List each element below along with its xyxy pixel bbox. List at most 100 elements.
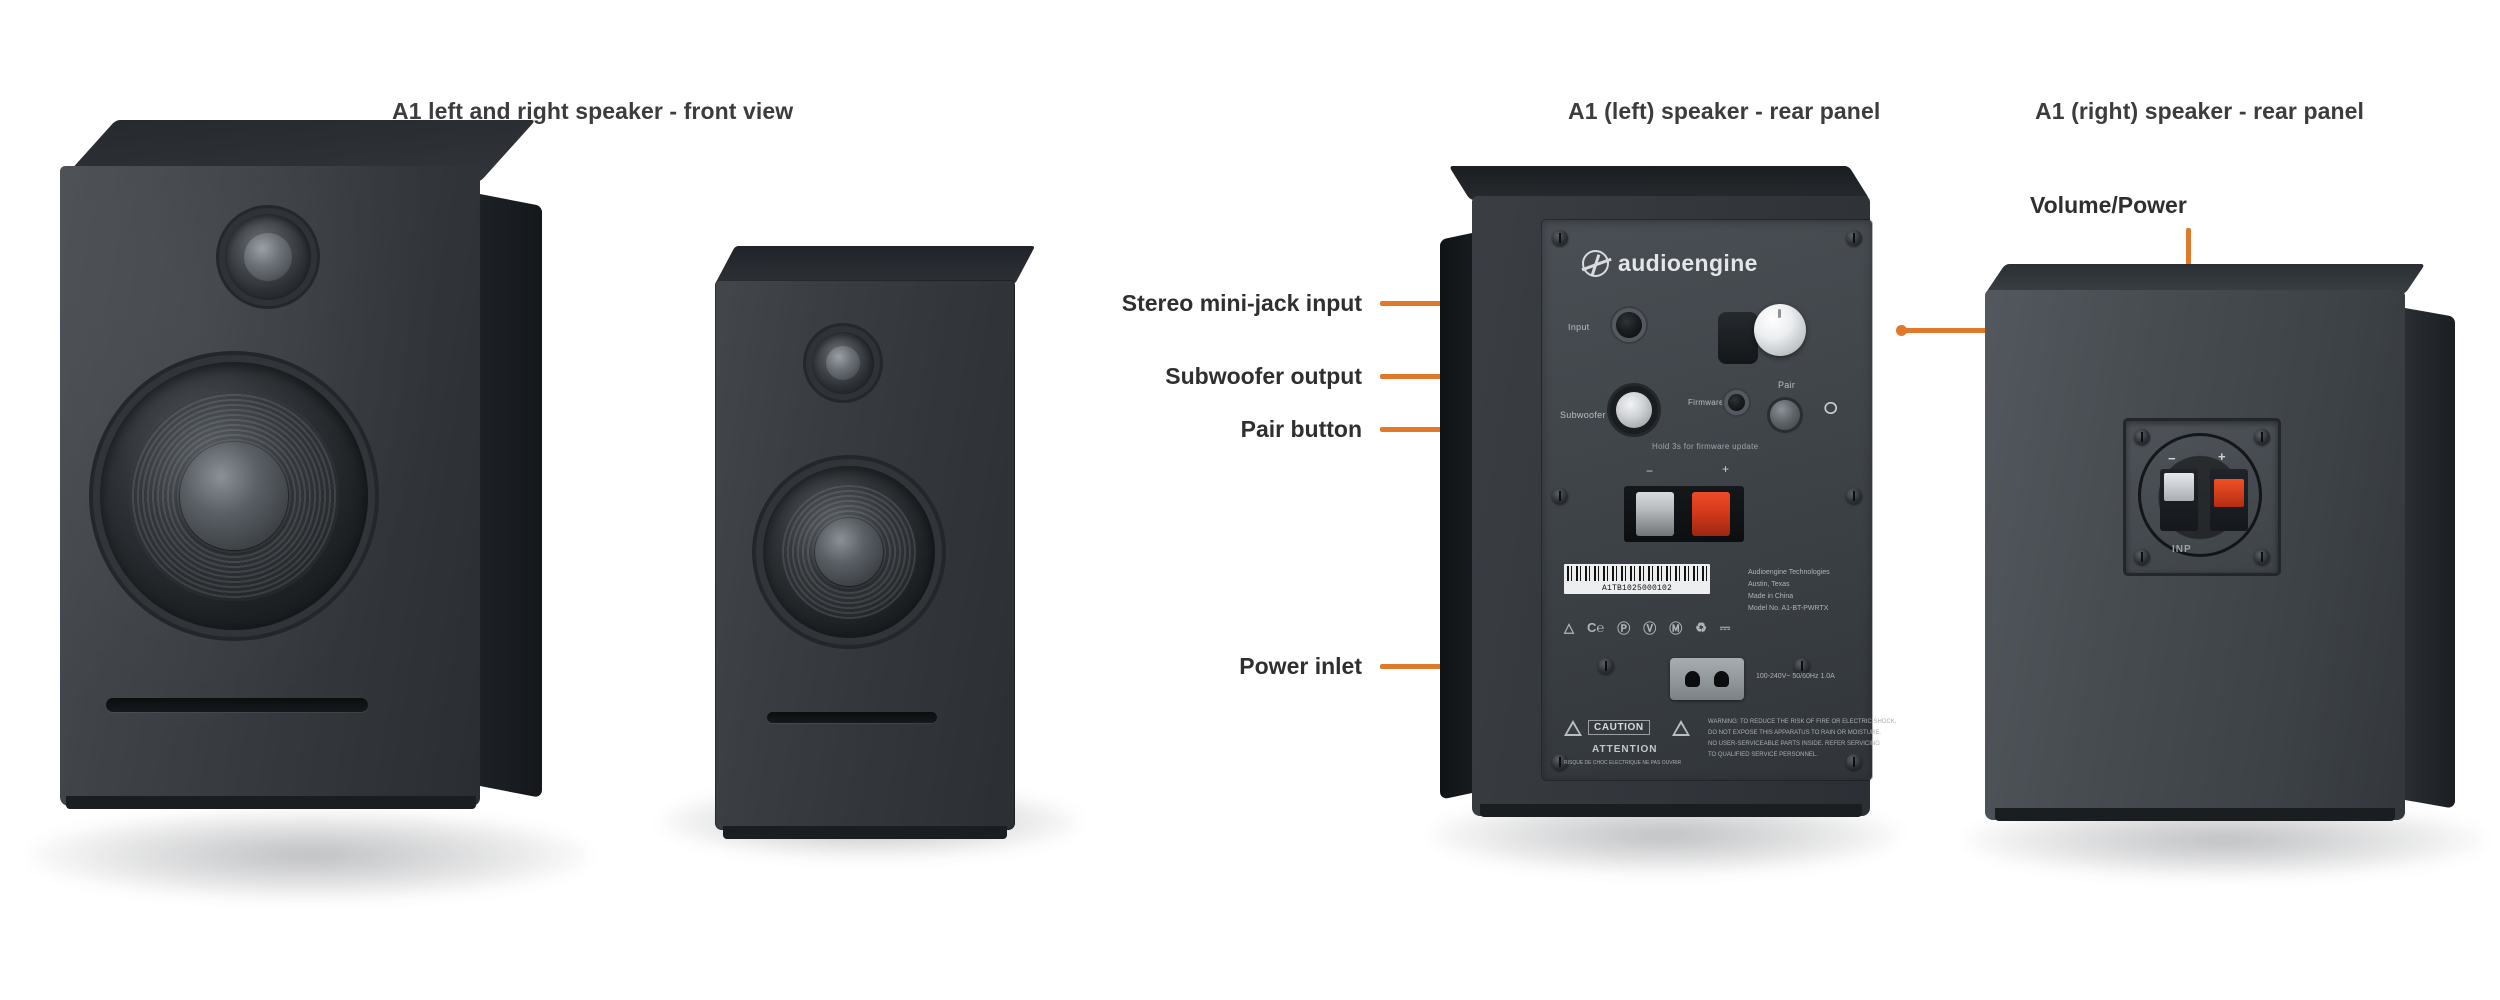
- power-rating-text: 100-240V~ 50/60Hz 1.0A: [1756, 673, 1835, 680]
- callout-label-stereo-mini-jack-input: Stereo mini-jack input: [1121, 290, 1362, 316]
- rear-right-foot: [1995, 808, 2395, 821]
- c-tick-icon: △: [1564, 619, 1574, 635]
- warning-line-3: NO USER-SERVICEABLE PARTS INSIDE. REFER …: [1708, 741, 1880, 747]
- speaker-left-front: [60, 120, 542, 810]
- speaker-right-rear: − + INP: [1965, 264, 2485, 878]
- spec-line-3: Made in China: [1748, 593, 1794, 600]
- cup-clip-negative[interactable]: [2164, 473, 2194, 501]
- rear-right-cabinet: − + INP: [1985, 290, 2405, 820]
- cup-screw-top-right: [2254, 429, 2270, 445]
- callout-dot-volume-power: [1896, 325, 1907, 336]
- panel-screw-lower-right: [1794, 658, 1810, 674]
- cup-terminal-mark-negative: −: [2168, 451, 2176, 466]
- panel-screw-top-right: [1846, 230, 1862, 246]
- speaker-terminal-positive[interactable]: [1692, 492, 1730, 536]
- tweeter-right: [812, 332, 874, 394]
- ce-mark-icon: C℮: [1587, 620, 1605, 635]
- firmware-update-note: Hold 3s for firmware update: [1652, 442, 1759, 451]
- warning-line-1: WARNING: TO REDUCE THE RISK OF FIRE OR E…: [1708, 719, 1897, 725]
- warning-triangle-right-icon: [1672, 720, 1690, 736]
- caption-left-rear-panel: A1 (left) speaker - rear panel: [1568, 98, 1881, 124]
- panel-screw-lower-left: [1598, 658, 1614, 674]
- woofer-right: [763, 466, 935, 638]
- cup-screw-bottom-right: [2254, 549, 2270, 565]
- brand-wordmark: audioengine: [1618, 250, 1758, 276]
- panel-screw-bottom-right: [1846, 754, 1862, 770]
- callout-label-power-inlet: Power inlet: [1239, 653, 1362, 679]
- stereo-mini-jack-input-port[interactable]: [1616, 312, 1642, 338]
- spec-line-4: Model No. A1-BT-PWRTX: [1748, 605, 1829, 612]
- speaker-left-side-face: [480, 194, 542, 799]
- woofer-dustcap-right: [814, 517, 884, 587]
- rohs-icon: Ⓟ: [1617, 621, 1631, 636]
- speaker-terminal-negative[interactable]: [1636, 492, 1674, 536]
- warning-triangle-left-icon: [1564, 720, 1582, 736]
- cup-screw-bottom-left: [2134, 549, 2150, 565]
- psb-icon: Ⓜ: [1669, 621, 1683, 636]
- terminal-mark-negative: −: [1646, 464, 1654, 478]
- power-inlet-socket[interactable]: [1670, 658, 1744, 700]
- front-view-group: [30, 120, 1080, 950]
- rear-left-foot: [1480, 804, 1862, 817]
- spec-line-1: Audioengine Technologies: [1748, 569, 1830, 576]
- cup-screw-top-left: [2134, 429, 2150, 445]
- attention-label: ATTENTION: [1592, 744, 1658, 755]
- volume-power-knob[interactable]: [1754, 304, 1806, 356]
- speaker-left-rear: audioengine Input Subwoofer Firmware Pai…: [1430, 166, 1900, 874]
- caption-front-view: A1 left and right speaker - front view: [392, 98, 794, 124]
- tweeter-left: [225, 214, 311, 300]
- rear-right-side-face: [2405, 308, 2455, 809]
- speaker-right-top-face: [715, 246, 1036, 284]
- speaker-terminal-block: [1624, 486, 1744, 542]
- port-label-input: Input: [1567, 321, 1590, 333]
- terminal-mark-positive: +: [1722, 462, 1730, 476]
- warning-line-4: TO QUALIFIED SERVICE PERSONNEL.: [1708, 752, 1818, 758]
- container-icon: ⎓: [1719, 619, 1731, 635]
- warning-line-2: DO NOT EXPOSE THIS APPARATUS TO RAIN OR …: [1708, 730, 1882, 736]
- audioengine-logo-icon: [1582, 250, 1609, 277]
- caution-label: CAUTION: [1588, 720, 1650, 735]
- speaker-right-foot: [723, 826, 1007, 839]
- callout-label-pair-button: Pair button: [1240, 416, 1362, 442]
- front-big-shadow: [30, 810, 590, 900]
- panel-screw-mid-left: [1552, 488, 1568, 504]
- volume-knob-shaft: [1718, 312, 1758, 364]
- passive-speaker-terminal-cup: − + INP: [2123, 418, 2281, 576]
- weee-icon: Ⓥ: [1643, 621, 1657, 636]
- panel-screw-bottom-left: [1552, 754, 1568, 770]
- port-label-pair: Pair: [1778, 380, 1796, 390]
- bluetooth-icon: 🞆: [1824, 399, 1838, 418]
- cup-terminal-mark-positive: +: [2218, 449, 2226, 464]
- woofer-dustcap-left: [180, 442, 288, 550]
- speaker-right-body: [715, 280, 1015, 830]
- serial-barcode: A1TB1025000102: [1564, 564, 1710, 594]
- cup-input-label: INP: [2172, 544, 2192, 555]
- barcode-bars: [1567, 566, 1707, 581]
- recycle-icon: ♻: [1695, 619, 1707, 635]
- brand-logo: audioengine: [1582, 250, 1758, 277]
- port-label-subwoofer: Subwoofer: [1560, 410, 1606, 420]
- firmware-update-port[interactable]: [1728, 394, 1745, 411]
- caution-subtext: RISQUE DE CHOC ELECTRIQUE NE PAS OUVRIR: [1564, 760, 1682, 766]
- cup-clip-positive[interactable]: [2214, 479, 2244, 507]
- caption-right-rear-panel: A1 (right) speaker - rear panel: [2035, 98, 2365, 124]
- bass-port-right: [767, 712, 937, 723]
- callout-label-subwoofer-output: Subwoofer output: [1165, 363, 1362, 389]
- bass-port-left: [106, 698, 368, 712]
- spec-line-2: Austin, Texas: [1748, 581, 1790, 588]
- rear-left-top-face: [1448, 166, 1870, 200]
- speaker-right-front: [715, 246, 1036, 839]
- rear-left-cabinet: audioengine Input Subwoofer Firmware Pai…: [1472, 196, 1896, 816]
- panel-screw-top-left: [1552, 230, 1568, 246]
- callout-label-volume-power: Volume/Power: [2030, 192, 2187, 218]
- speaker-left-foot: [66, 796, 476, 809]
- pair-button[interactable]: [1770, 400, 1800, 430]
- speaker-left-baffle: [60, 166, 480, 806]
- woofer-left: [100, 362, 368, 630]
- barcode-number: A1TB1025000102: [1601, 584, 1672, 593]
- subwoofer-output-port[interactable]: [1616, 392, 1652, 428]
- rear-amp-panel: audioengine Input Subwoofer Firmware Pai…: [1542, 220, 1896, 780]
- compliance-symbols: △ C℮ Ⓟ Ⓥ Ⓜ ♻ ⎓: [1564, 618, 1730, 637]
- panel-screw-mid-right: [1846, 488, 1862, 504]
